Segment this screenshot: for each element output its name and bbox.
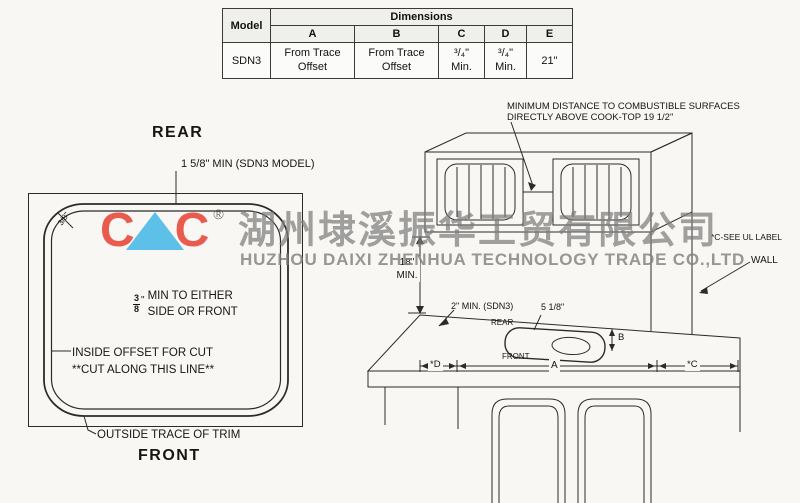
dimension-e-cell: 21" bbox=[526, 42, 573, 79]
template-offset-note: 3 8 " MIN TO EITHER SIDE OR FRONT bbox=[133, 288, 238, 320]
column-d-header: D bbox=[484, 25, 527, 43]
column-a-header: A bbox=[270, 25, 355, 43]
model-cell: SDN3 bbox=[222, 42, 271, 79]
dim-5-18-label: 5 1/8" bbox=[541, 302, 565, 312]
clearance-18-label: 18" MIN. bbox=[394, 256, 420, 282]
inside-note-line1: INSIDE OFFSET FOR CUT bbox=[72, 347, 213, 359]
template-top-note: 1 5/8" MIN (SDN3 MODEL) bbox=[181, 158, 315, 170]
template-rear-title: REAR bbox=[152, 124, 204, 141]
template-inside-note: INSIDE OFFSET FOR CUT **CUT ALONG THIS L… bbox=[72, 345, 214, 378]
lower-cabinet-drawing bbox=[384, 387, 741, 503]
dimension-d-note: Min. bbox=[495, 60, 516, 73]
column-e-header: E bbox=[526, 25, 573, 43]
dim-a-label: A bbox=[549, 359, 560, 372]
template-front-title: FRONT bbox=[138, 447, 201, 464]
dimension-a-cell: From Trace Offset bbox=[270, 42, 355, 79]
offset-fraction-numerator: 3 bbox=[133, 293, 141, 305]
ul-label-note: *C-SEE UL LABEL bbox=[711, 232, 783, 242]
dim-b-label: B bbox=[618, 332, 625, 343]
clearance-18-value: 18" bbox=[399, 257, 415, 268]
combustible-surfaces-note: MINIMUM DISTANCE TO COMBUSTIBLE SURFACES… bbox=[507, 101, 740, 124]
offset-fraction-denominator: 8 bbox=[134, 303, 140, 314]
clearance-2-label: 2" MIN. (SDN3) bbox=[451, 301, 514, 311]
offset-fraction: 3 8 bbox=[133, 293, 141, 314]
dimension-c-value: ³/₄" bbox=[453, 46, 470, 59]
dimension-d-value: ³/₄" bbox=[497, 46, 514, 59]
dimension-c-note: Min. bbox=[451, 60, 472, 73]
offset-note-text: MIN TO EITHER SIDE OR FRONT bbox=[148, 288, 238, 320]
dimensions-header: Dimensions bbox=[270, 8, 573, 26]
clearance-18-min: MIN. bbox=[396, 270, 418, 281]
countertop-drawing bbox=[366, 314, 741, 388]
dim-c-label: *C bbox=[685, 359, 700, 372]
column-b-header: B bbox=[354, 25, 439, 43]
counter-rear-label: REAR bbox=[491, 318, 514, 327]
cutout-template-drawing bbox=[28, 171, 303, 435]
column-c-header: C bbox=[438, 25, 485, 43]
dimension-c-cell: ³/₄" Min. bbox=[438, 42, 485, 79]
wall-drawing bbox=[650, 212, 693, 334]
dim-d-label: *D bbox=[428, 359, 443, 372]
combustible-note-line1: MINIMUM DISTANCE TO COMBUSTIBLE SURFACES bbox=[507, 101, 740, 112]
dimension-arrowheads bbox=[416, 182, 737, 369]
combustible-note-line2: DIRECTLY ABOVE COOK-TOP 19 1/2" bbox=[507, 112, 674, 124]
inside-note-line2: **CUT ALONG THIS LINE** bbox=[72, 363, 215, 376]
dimension-d-cell: ³/₄" Min. bbox=[484, 42, 527, 79]
model-column-header: Model bbox=[222, 8, 271, 43]
dimensions-table: Model Dimensions A B C D E SDN3 From Tra… bbox=[222, 8, 573, 79]
offset-note-line2: SIDE OR FRONT bbox=[147, 306, 238, 319]
offset-note-line1: MIN TO EITHER bbox=[147, 290, 233, 302]
template-outside-note: OUTSIDE TRACE OF TRIM bbox=[97, 429, 241, 441]
counter-front-label: FRONT bbox=[502, 352, 530, 361]
dimension-b-cell: From Trace Offset bbox=[354, 42, 439, 79]
offset-quote-mark: " bbox=[141, 294, 145, 306]
wall-label: WALL bbox=[751, 255, 778, 266]
upper-cabinet-drawing bbox=[424, 132, 693, 233]
